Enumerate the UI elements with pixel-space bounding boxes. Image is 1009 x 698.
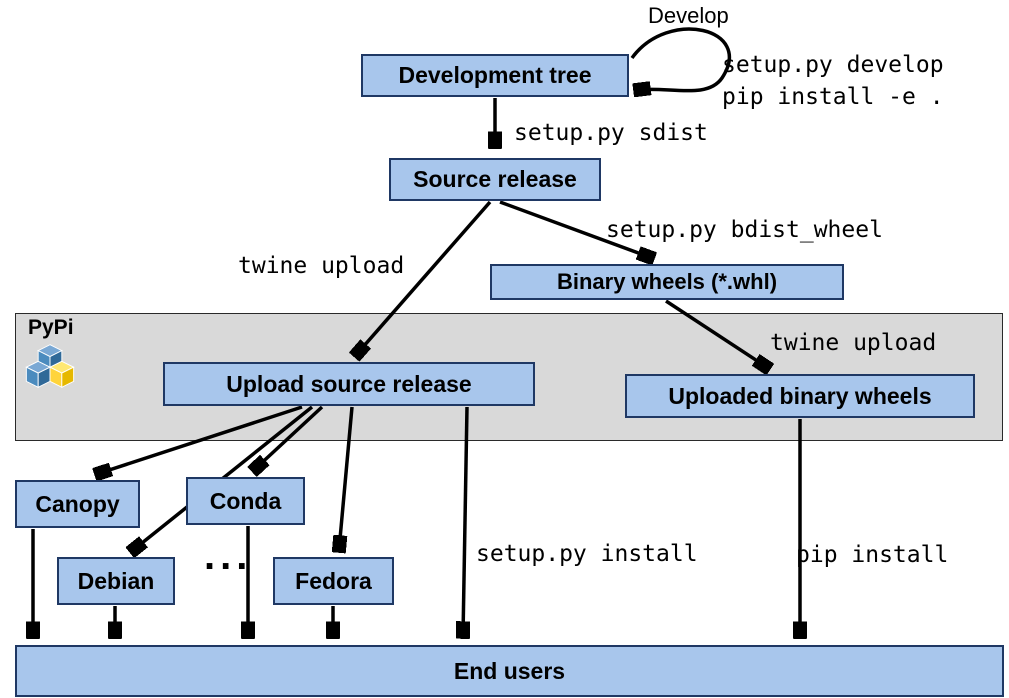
arrow-to-canopy	[97, 405, 303, 474]
label-pip-install: pip install	[796, 542, 949, 568]
pypi-logo-icon	[25, 344, 75, 389]
node-canopy: Canopy	[15, 480, 140, 528]
node-conda: Conda	[186, 477, 305, 525]
label-setup-install: setup.py install	[476, 541, 698, 567]
arrow-setup-install	[463, 406, 467, 636]
node-fedora: Fedora	[273, 557, 394, 605]
label-pip-install-e: pip install -e .	[722, 84, 944, 110]
arrow-twine-left	[356, 200, 492, 355]
label-setup-sdist: setup.py sdist	[514, 120, 708, 146]
node-upload-source-release: Upload source release	[163, 362, 535, 406]
label-setup-bdist-wheel: setup.py bdist_wheel	[606, 217, 883, 243]
label-develop: Develop	[648, 3, 729, 28]
arrow-develop-loop	[630, 27, 731, 91]
node-binary-wheels: Binary wheels (*.whl)	[490, 264, 844, 300]
node-development-tree: Development tree	[361, 54, 629, 97]
arrow-to-fedora	[339, 406, 354, 550]
node-debian: Debian	[57, 557, 175, 605]
arrow-to-conda	[254, 405, 324, 470]
arrow-twine-right	[665, 299, 768, 368]
label-twine-upload-left: twine upload	[238, 253, 405, 279]
node-end-users: End users	[15, 645, 1004, 697]
arrow-bdist-wheel	[499, 200, 652, 258]
node-uploaded-binary-wheels: Uploaded binary wheels	[625, 374, 975, 418]
node-source-release: Source release	[389, 158, 601, 201]
label-setup-develop: setup.py develop	[722, 52, 944, 78]
other-distros-ellipsis: ...	[204, 534, 253, 578]
pypi-band-title: PyPi	[28, 316, 74, 339]
label-twine-upload-right: twine upload	[770, 330, 937, 356]
